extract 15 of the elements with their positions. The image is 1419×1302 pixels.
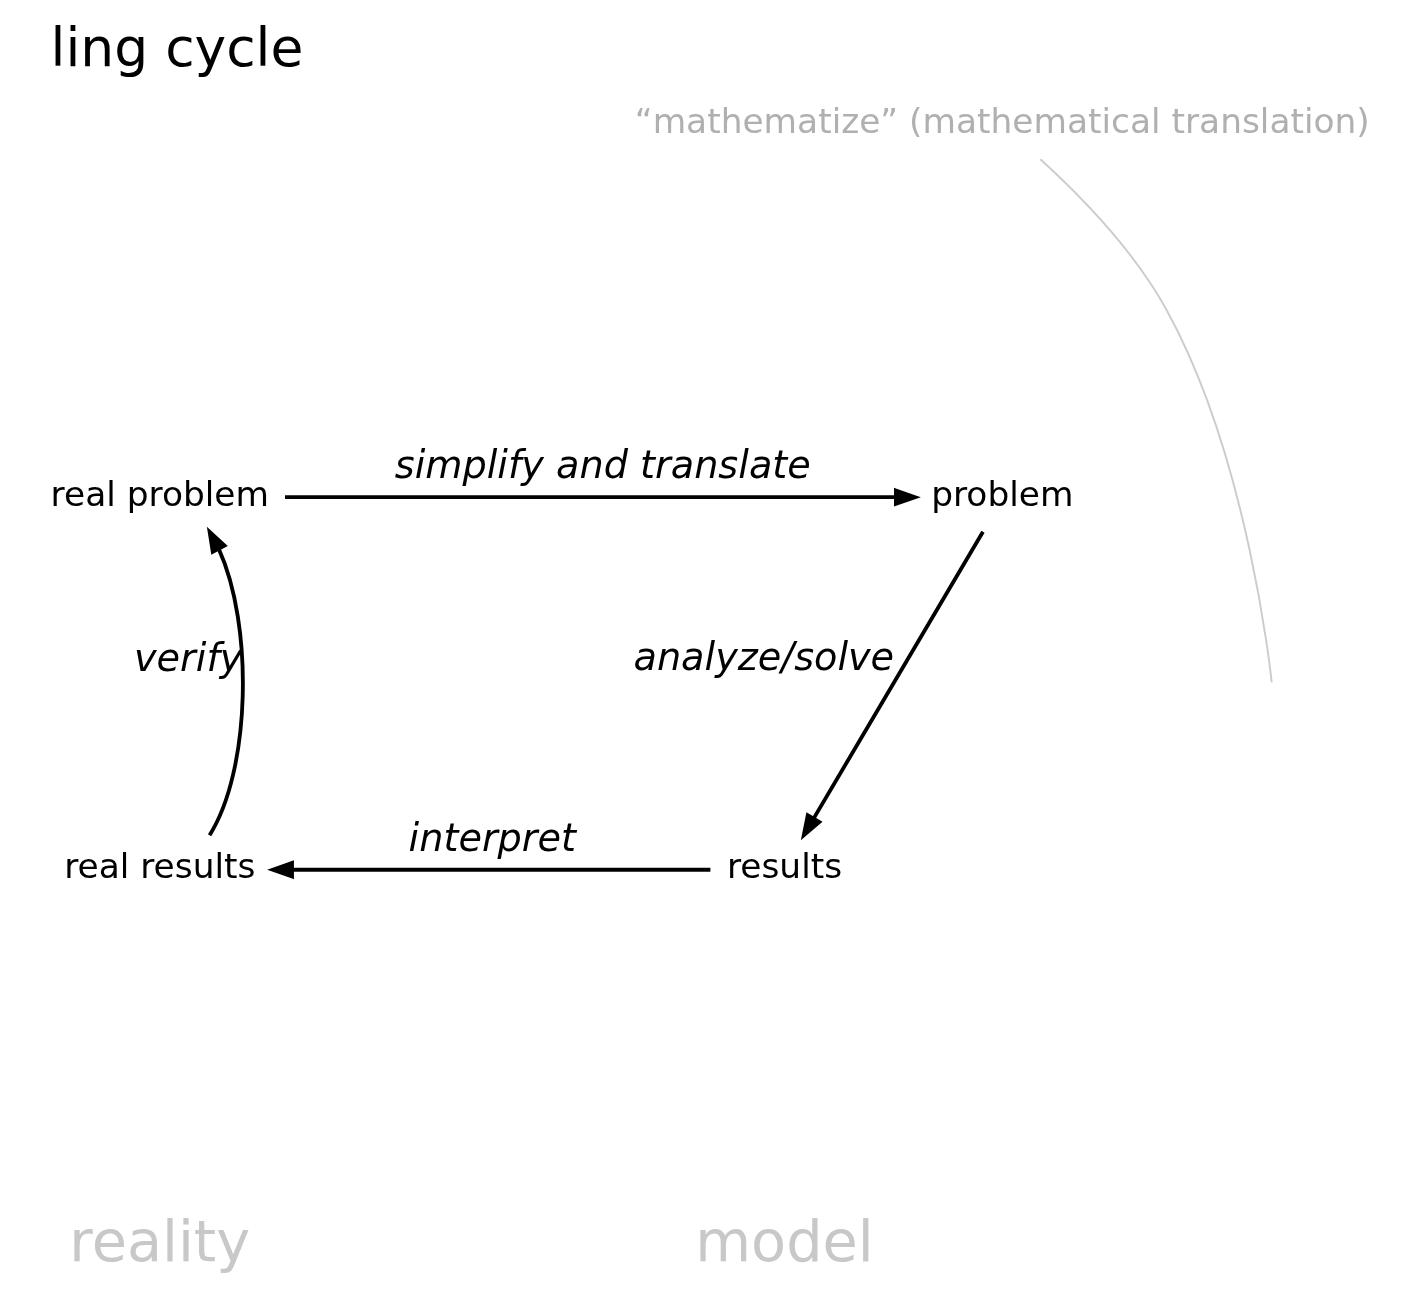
arrow xyxy=(206,526,245,837)
arrow xyxy=(284,487,921,507)
edge-label: verify xyxy=(133,635,242,680)
node-text: problem xyxy=(930,473,1073,514)
arrow xyxy=(266,860,710,880)
connector xyxy=(1038,158,1273,684)
arrow xyxy=(800,530,985,841)
node-text: “mathematize” (mathematical translation) xyxy=(634,101,1370,142)
node-text: real results xyxy=(63,846,255,887)
edge-label: simplify and translate xyxy=(394,443,811,488)
edge-label: interpret xyxy=(408,815,576,860)
node-text: real problem xyxy=(50,473,269,514)
edge-label: analyze/solve xyxy=(633,635,894,680)
node-text: results xyxy=(726,846,842,887)
diagram-title: ling cycle xyxy=(50,16,303,80)
